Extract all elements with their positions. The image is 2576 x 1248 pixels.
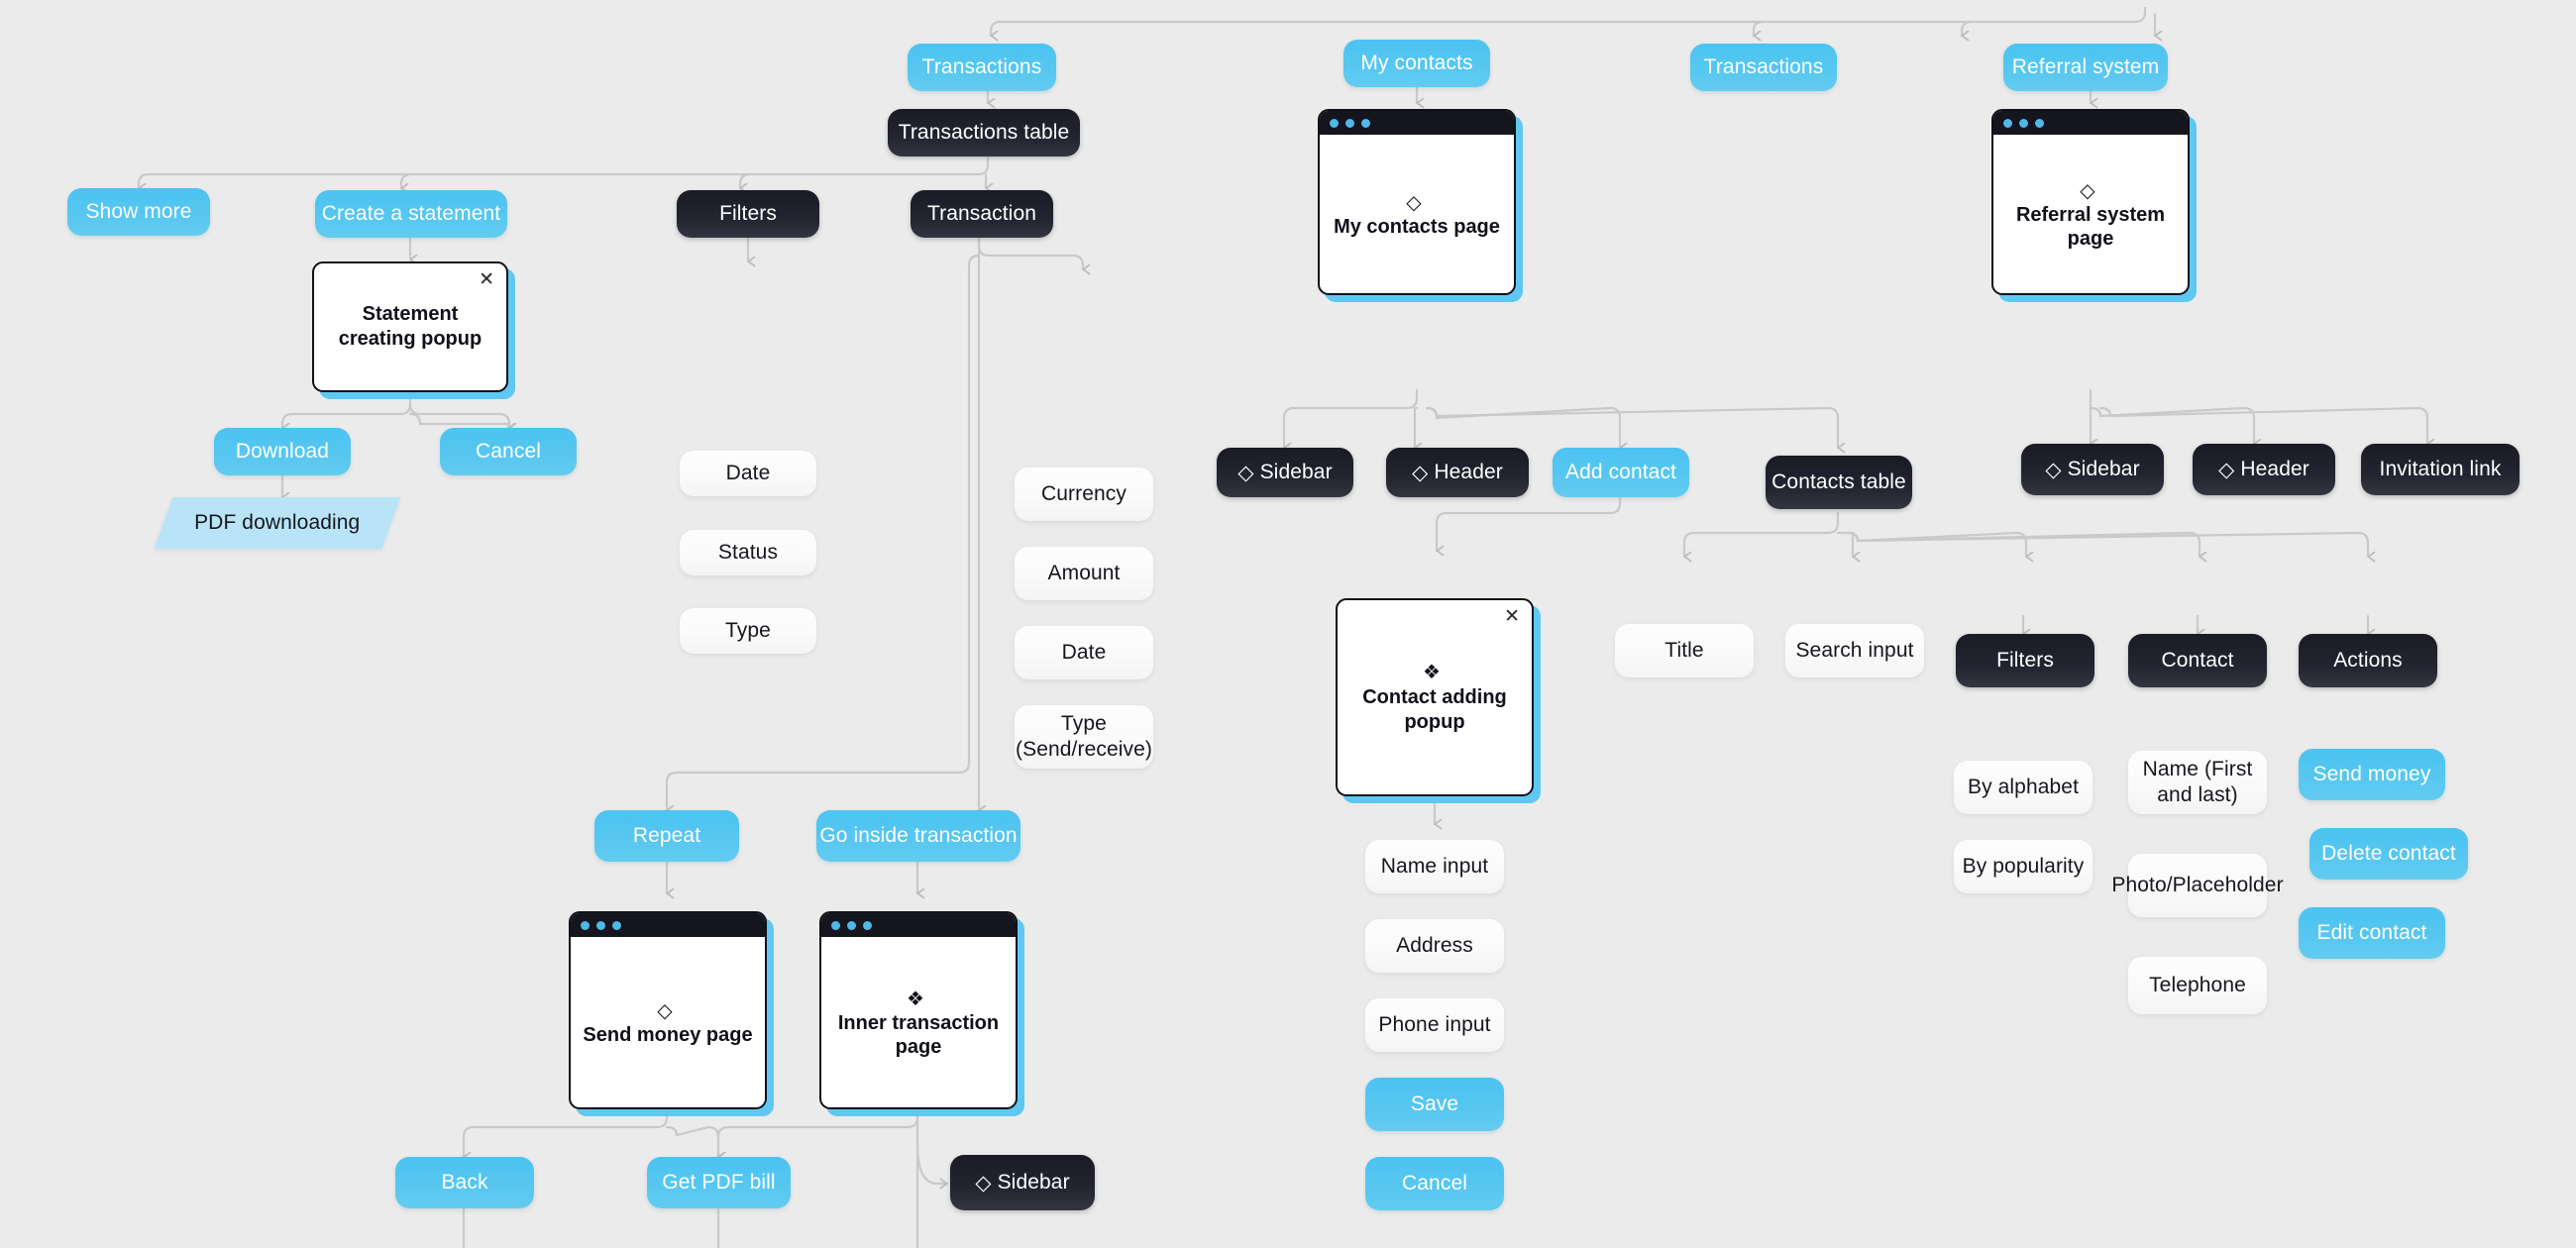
node-name-first-and-last[interactable]: Name (First and last) bbox=[2128, 751, 2267, 814]
node-sidebar-referral[interactable]: ◇Sidebar bbox=[2021, 444, 2164, 495]
node-telephone[interactable]: Telephone bbox=[2128, 957, 2267, 1014]
node-filter-status[interactable]: Status bbox=[680, 530, 816, 575]
window-dot-icon bbox=[612, 920, 621, 930]
window-dot-icon bbox=[596, 920, 605, 930]
node-transaction-type[interactable]: Type (Send/receive) bbox=[1015, 705, 1153, 769]
node-delete-contact[interactable]: Delete contact bbox=[2309, 828, 2468, 880]
window-inner-transaction-page[interactable]: ❖Inner transaction page bbox=[819, 911, 1018, 1109]
node-by-alphabet[interactable]: By alphabet bbox=[1954, 761, 2093, 814]
node-sidebar-contacts[interactable]: ◇Sidebar bbox=[1217, 448, 1353, 497]
diamond-outline-icon: ◇ bbox=[2080, 179, 2095, 202]
node-go-inside-transaction[interactable]: Go inside transaction bbox=[816, 810, 1020, 862]
node-my-contacts-root[interactable]: My contacts bbox=[1343, 40, 1490, 87]
node-header-contacts[interactable]: ◇Header bbox=[1386, 448, 1529, 497]
window-dot-icon bbox=[847, 920, 856, 930]
popup-statement-creating[interactable]: ✕ Statement creating popup bbox=[312, 261, 508, 392]
node-header-referral[interactable]: ◇Header bbox=[2193, 444, 2335, 495]
window-dot-icon bbox=[2035, 118, 2044, 128]
node-invitation-link[interactable]: Invitation link bbox=[2361, 444, 2520, 495]
window-dot-icon bbox=[1361, 118, 1370, 128]
window-titlebar bbox=[1993, 111, 2188, 135]
window-titlebar bbox=[1320, 111, 1514, 135]
node-transactions-table[interactable]: Transactions table bbox=[888, 109, 1080, 156]
window-dot-icon bbox=[1345, 118, 1354, 128]
diamond-cluster-icon: ❖ bbox=[907, 988, 924, 1010]
diamond-outline-icon: ◇ bbox=[657, 999, 673, 1022]
window-my-contacts-page[interactable]: ◇My contacts page bbox=[1318, 109, 1516, 295]
node-contact[interactable]: Contact bbox=[2128, 634, 2267, 687]
node-contacts-table[interactable]: Contacts table bbox=[1766, 456, 1912, 509]
diamond-outline-icon: ◇ bbox=[1412, 461, 1429, 484]
node-filter-type[interactable]: Type bbox=[680, 608, 816, 654]
close-icon[interactable]: ✕ bbox=[479, 269, 494, 290]
node-filters-transactions[interactable]: Filters bbox=[677, 190, 819, 238]
close-icon[interactable]: ✕ bbox=[1504, 606, 1520, 627]
window-content: ◇Referral system page bbox=[2015, 179, 2166, 250]
window-dot-icon bbox=[2003, 118, 2012, 128]
window-titlebar bbox=[571, 913, 765, 937]
node-transactions-root-2[interactable]: Transactions bbox=[1690, 44, 1837, 91]
node-transaction[interactable]: Transaction bbox=[911, 190, 1053, 238]
window-dot-icon bbox=[581, 920, 590, 930]
node-address[interactable]: Address bbox=[1365, 919, 1504, 973]
window-content: ◇My contacts page bbox=[1334, 191, 1500, 238]
diamond-outline-icon: ◇ bbox=[1406, 191, 1422, 214]
node-by-popularity[interactable]: By popularity bbox=[1954, 840, 2093, 893]
node-referral-system-root[interactable]: Referral system bbox=[2003, 44, 2168, 91]
diamond-outline-icon: ◇ bbox=[2218, 458, 2235, 481]
node-transaction-amount[interactable]: Amount bbox=[1015, 547, 1153, 600]
node-cancel-contact[interactable]: Cancel bbox=[1365, 1157, 1504, 1210]
window-dot-icon bbox=[863, 920, 872, 930]
node-sidebar-inner-transaction[interactable]: ◇Sidebar bbox=[950, 1155, 1095, 1210]
window-dot-icon bbox=[1330, 118, 1339, 128]
node-title[interactable]: Title bbox=[1615, 624, 1754, 677]
node-repeat[interactable]: Repeat bbox=[594, 810, 739, 862]
node-transaction-currency[interactable]: Currency bbox=[1015, 468, 1153, 521]
diamond-outline-icon: ◇ bbox=[1237, 461, 1254, 484]
window-content: ❖Inner transaction page bbox=[837, 988, 1000, 1058]
node-add-contact[interactable]: Add contact bbox=[1553, 448, 1689, 497]
diamond-cluster-icon: ❖ bbox=[1423, 662, 1441, 683]
window-dot-icon bbox=[2019, 118, 2028, 128]
node-photo-placeholder[interactable]: Photo/Placeholder bbox=[2111, 854, 2284, 917]
node-cancel-statement[interactable]: Cancel bbox=[440, 428, 577, 475]
node-back[interactable]: Back bbox=[395, 1157, 534, 1208]
node-create-a-statement[interactable]: Create a statement bbox=[315, 190, 507, 238]
window-titlebar bbox=[821, 913, 1016, 937]
window-referral-system-page[interactable]: ◇Referral system page bbox=[1991, 109, 2190, 295]
node-edit-contact[interactable]: Edit contact bbox=[2299, 907, 2445, 959]
node-download[interactable]: Download bbox=[214, 428, 351, 475]
popup-contact-adding[interactable]: ✕ ❖Contact adding popup bbox=[1336, 598, 1534, 796]
window-send-money-page[interactable]: ◇Send money page bbox=[569, 911, 767, 1109]
node-actions[interactable]: Actions bbox=[2299, 634, 2437, 687]
node-name-input[interactable]: Name input bbox=[1365, 840, 1504, 893]
node-phone-input[interactable]: Phone input bbox=[1365, 998, 1504, 1052]
diamond-outline-icon: ◇ bbox=[2045, 458, 2062, 481]
node-search-input[interactable]: Search input bbox=[1785, 624, 1924, 677]
node-transactions-root[interactable]: Transactions bbox=[908, 44, 1056, 91]
node-filter-date[interactable]: Date bbox=[680, 451, 816, 496]
window-dot-icon bbox=[831, 920, 840, 930]
node-send-money[interactable]: Send money bbox=[2299, 749, 2445, 800]
window-content: ◇Send money page bbox=[583, 999, 753, 1046]
node-save[interactable]: Save bbox=[1365, 1078, 1504, 1131]
node-transaction-date[interactable]: Date bbox=[1015, 626, 1153, 679]
node-get-pdf-bill[interactable]: Get PDF bill bbox=[647, 1157, 791, 1208]
node-show-more[interactable]: Show more bbox=[67, 188, 210, 236]
node-filters-contacts[interactable]: Filters bbox=[1956, 634, 2094, 687]
diamond-outline-icon: ◇ bbox=[975, 1171, 992, 1195]
node-pdf-downloading: PDF downloading bbox=[154, 497, 401, 549]
